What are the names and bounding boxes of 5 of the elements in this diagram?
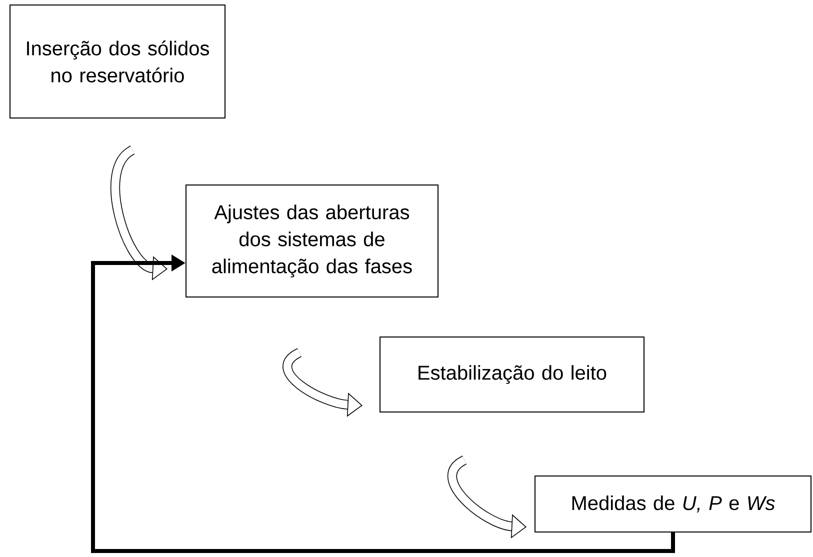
feedback-arrow	[91, 254, 675, 553]
process-box: Medidas de U, P e Ws	[534, 476, 812, 532]
process-box: Estabilização do leito	[380, 336, 644, 412]
process-box: Inserção dos sólidos no reservatório	[10, 4, 226, 118]
process-box: Ajustes das aberturas dos sistemas de alimentação das fases	[186, 184, 438, 298]
